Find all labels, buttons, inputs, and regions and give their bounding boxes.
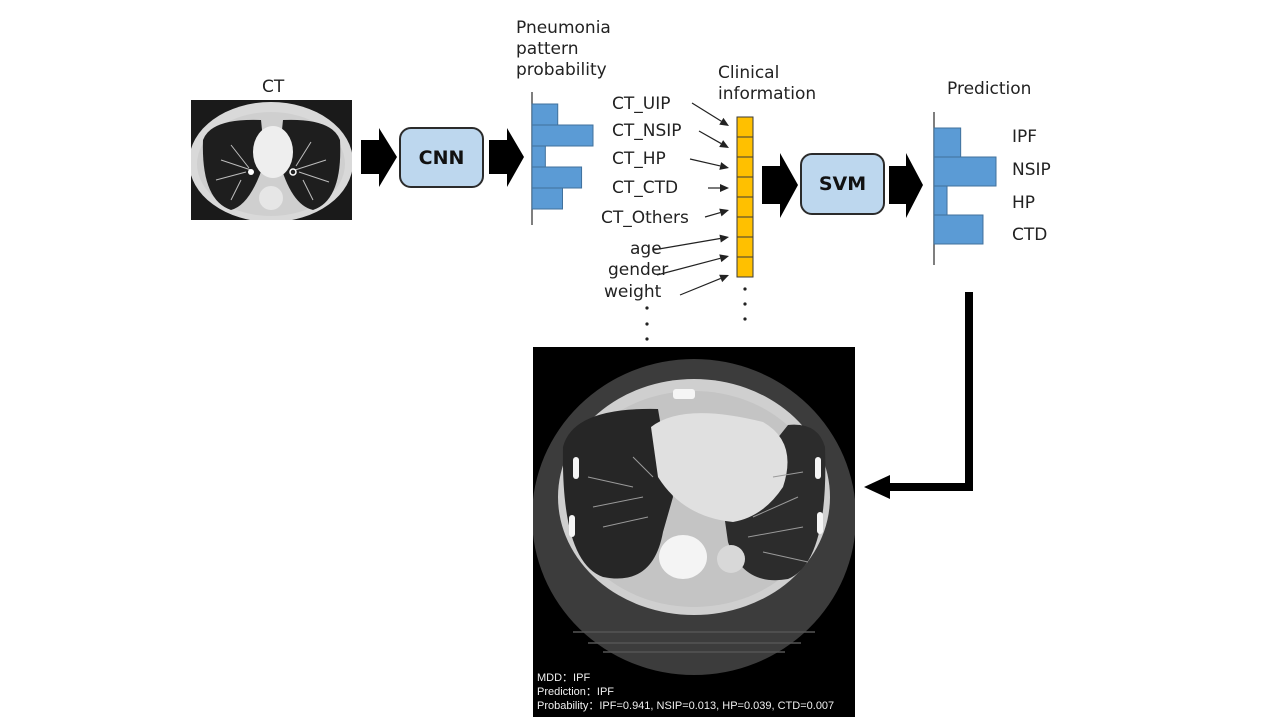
vector-cell bbox=[736, 176, 754, 198]
feature-label: CT_UIP bbox=[612, 94, 671, 114]
clinical-information-title: Clinical information bbox=[718, 63, 816, 105]
pattern-bar bbox=[531, 166, 583, 189]
result-ct-image: MDD：IPF Prediction：IPF Probability：IPF=0… bbox=[533, 347, 855, 717]
feature-label: CT_CTD bbox=[612, 178, 679, 198]
feature-ellipsis-dots bbox=[645, 306, 649, 341]
vector-cell bbox=[736, 236, 754, 258]
feature-arrow-head bbox=[719, 117, 729, 126]
feature-label: weight bbox=[604, 282, 662, 302]
prediction-bar bbox=[933, 214, 984, 245]
result-probability-text: Probability：IPF=0.941, NSIP=0.013, HP=0.… bbox=[537, 700, 835, 712]
vector-cell bbox=[736, 156, 754, 178]
vector-cell bbox=[736, 136, 754, 158]
feature-arrow-line bbox=[691, 102, 722, 122]
prediction-bar bbox=[933, 156, 997, 187]
feature-arrow-line bbox=[704, 211, 721, 218]
feature-arrow-line bbox=[679, 277, 721, 296]
feature-label: CT_NSIP bbox=[612, 121, 682, 141]
prediction-class-label: IPF bbox=[1012, 127, 1038, 147]
arrow-cnn-to-pattern bbox=[489, 128, 524, 187]
feature-arrow-line bbox=[652, 237, 721, 251]
feature-arrow-head bbox=[719, 140, 729, 148]
vector-cell bbox=[736, 116, 754, 138]
pattern-bar bbox=[531, 187, 563, 210]
input-ct-drawing bbox=[191, 102, 352, 220]
result-ct-drawing bbox=[533, 359, 855, 675]
feature-label: age bbox=[630, 239, 662, 259]
pattern-title-line-1: Pneumonia bbox=[516, 18, 611, 38]
pattern-bar bbox=[531, 103, 559, 126]
feature-arrow-head bbox=[719, 234, 729, 243]
feature-arrow-line bbox=[656, 257, 721, 276]
arrow-prediction-to-result bbox=[888, 292, 973, 491]
feature-arrow-head bbox=[719, 274, 729, 283]
cnn-box: CNN bbox=[399, 127, 484, 188]
vector-cell bbox=[736, 256, 754, 278]
input-ct-title: CT bbox=[262, 77, 285, 97]
arrow-svm-to-prediction bbox=[889, 153, 923, 218]
feature-arrow-head bbox=[719, 208, 729, 217]
feature-label: CT_Others bbox=[601, 208, 689, 228]
feature-label: gender bbox=[608, 260, 669, 280]
arrow-ct-to-cnn bbox=[361, 128, 397, 187]
feature-arrow-head bbox=[720, 184, 729, 192]
prediction-class-label: CTD bbox=[1012, 225, 1048, 245]
result-mdd-text: MDD：IPF bbox=[537, 672, 591, 684]
vector-cell bbox=[736, 216, 754, 238]
prediction-bar bbox=[933, 127, 962, 158]
arrow-vector-to-svm bbox=[762, 153, 798, 218]
pattern-bar bbox=[531, 145, 546, 168]
pattern-bar bbox=[531, 124, 594, 147]
input-ct-image bbox=[191, 100, 352, 220]
pattern-title-line-3: probability bbox=[516, 60, 607, 80]
pattern-probability-title: Pneumonia pattern probability bbox=[516, 18, 611, 81]
clinical-title-line-1: Clinical bbox=[718, 63, 780, 83]
vector-ellipsis-dots bbox=[743, 287, 747, 321]
svm-box: SVM bbox=[800, 153, 885, 215]
feature-arrow-head bbox=[719, 162, 729, 170]
feature-arrow-head bbox=[719, 254, 729, 263]
result-prediction-text: Prediction：IPF bbox=[537, 686, 615, 698]
feature-label: CT_HP bbox=[612, 149, 666, 169]
pattern-title-line-2: pattern bbox=[516, 39, 579, 59]
feature-arrow-line bbox=[689, 158, 721, 167]
prediction-class-label: NSIP bbox=[1012, 160, 1051, 180]
prediction-title: Prediction bbox=[947, 79, 1032, 99]
prediction-class-label: HP bbox=[1012, 193, 1036, 213]
feature-arrow-line bbox=[698, 130, 722, 145]
prediction-bar bbox=[933, 185, 948, 216]
clinical-title-line-2: information bbox=[718, 84, 817, 104]
arrow-prediction-to-result-head bbox=[864, 475, 890, 499]
vector-cell bbox=[736, 196, 754, 218]
